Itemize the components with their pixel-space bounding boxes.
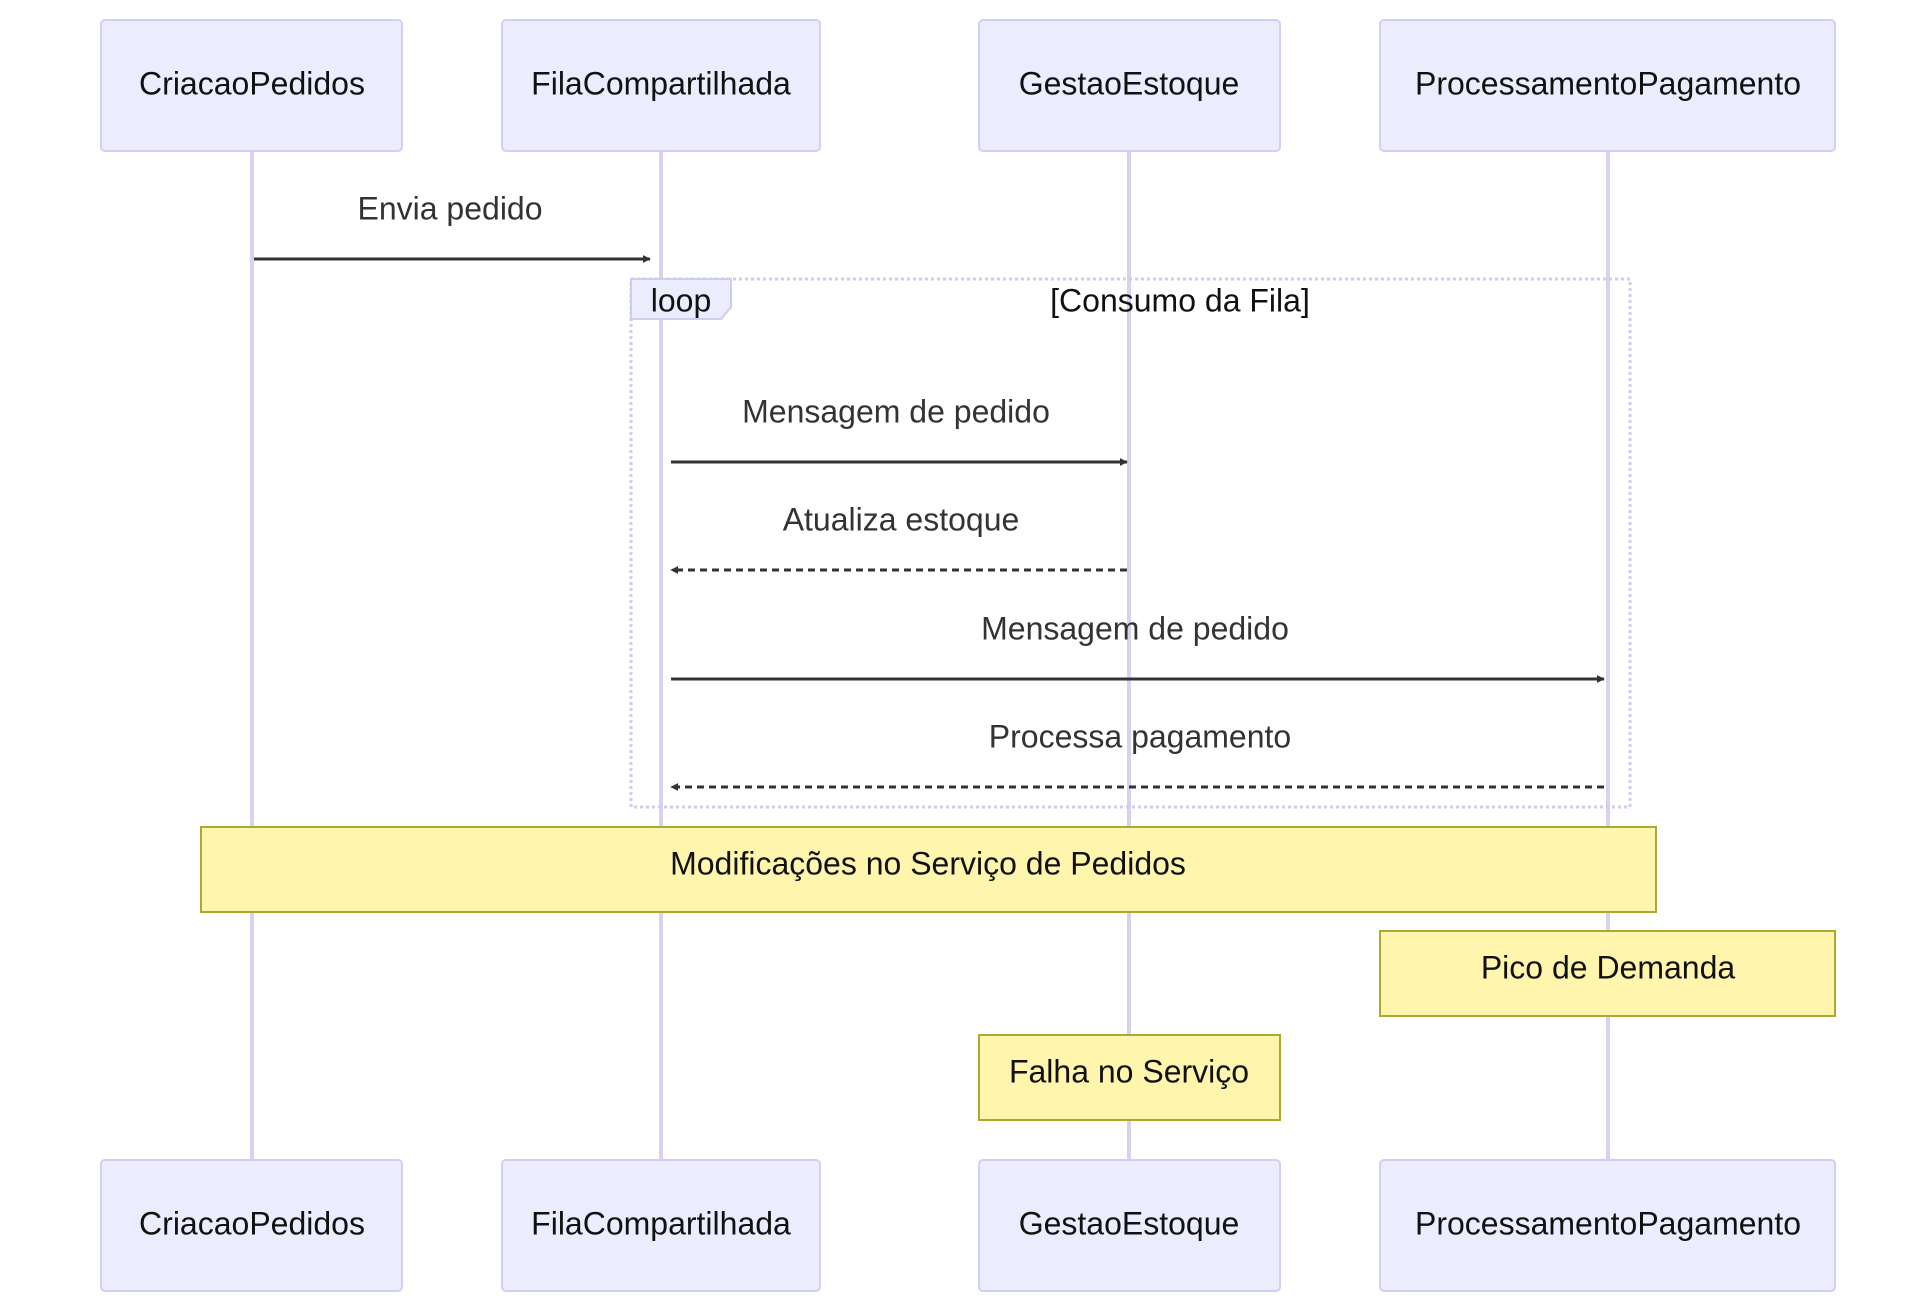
note-text: Pico de Demanda	[1481, 949, 1736, 985]
message-label: Processa pagamento	[989, 718, 1291, 754]
note-pico-de-demanda: Pico de Demanda	[1379, 930, 1836, 1017]
message-label: Envia pedido	[357, 190, 542, 226]
loop-tab	[630, 278, 732, 320]
actor-label: GestaoEstoque	[1019, 65, 1240, 101]
actor-label: GestaoEstoque	[1019, 1205, 1240, 1241]
actor-top-gestao-estoque: GestaoEstoque	[978, 19, 1281, 152]
actor-top-processamento-pagamento: ProcessamentoPagamento	[1379, 19, 1836, 152]
actor-label: FilaCompartilhada	[531, 1205, 791, 1241]
loop-box	[629, 277, 1632, 809]
message-label: Mensagem de pedido	[742, 393, 1050, 429]
actor-label: CriacaoPedidos	[139, 65, 365, 101]
loop-keyword: loop	[651, 282, 712, 318]
actor-top-criacao-pedidos: CriacaoPedidos	[100, 19, 403, 152]
actor-label: ProcessamentoPagamento	[1415, 65, 1801, 101]
note-text: Falha no Serviço	[1009, 1053, 1249, 1089]
actor-label: FilaCompartilhada	[531, 65, 791, 101]
message-label: Mensagem de pedido	[981, 610, 1289, 646]
actor-bottom-fila-compartilhada: FilaCompartilhada	[501, 1159, 821, 1292]
message-atualiza-estoque: Atualiza estoque	[670, 501, 1127, 574]
message-mensagem-pedido-estoque: Mensagem de pedido	[671, 393, 1128, 466]
message-mensagem-pedido-pagamento: Mensagem de pedido	[671, 610, 1605, 683]
loop-frame: loop [Consumo da Fila]	[629, 277, 1632, 809]
actor-label: ProcessamentoPagamento	[1415, 1205, 1801, 1241]
actor-bottom-processamento-pagamento: ProcessamentoPagamento	[1379, 1159, 1836, 1292]
message-envia-pedido: Envia pedido	[254, 190, 651, 263]
loop-condition: [Consumo da Fila]	[1050, 282, 1310, 318]
actor-bottom-gestao-estoque: GestaoEstoque	[978, 1159, 1281, 1292]
actor-top-fila-compartilhada: FilaCompartilhada	[501, 19, 821, 152]
note-text: Modificações no Serviço de Pedidos	[670, 845, 1186, 881]
note-falha-no-servico: Falha no Serviço	[978, 1034, 1281, 1121]
note-modificacoes-servico-pedidos: Modificações no Serviço de Pedidos	[200, 826, 1657, 913]
actor-label: CriacaoPedidos	[139, 1205, 365, 1241]
message-processa-pagamento: Processa pagamento	[670, 718, 1604, 791]
message-label: Atualiza estoque	[783, 501, 1020, 537]
actor-bottom-criacao-pedidos: CriacaoPedidos	[100, 1159, 403, 1292]
